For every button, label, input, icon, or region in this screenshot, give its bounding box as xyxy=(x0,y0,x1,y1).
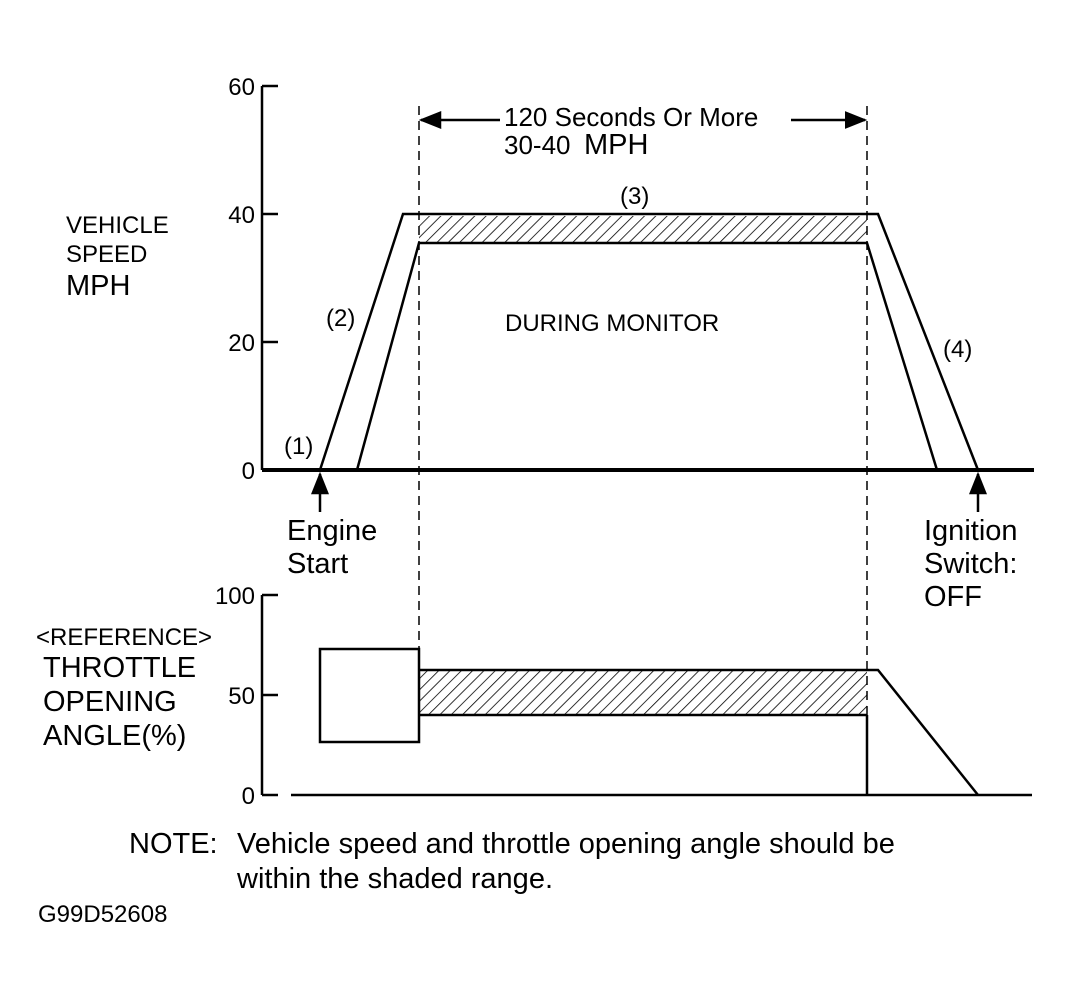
note-block: NOTE: Vehicle speed and throttle opening… xyxy=(129,828,895,895)
throttle-upper-line xyxy=(419,668,979,796)
note-prefix: NOTE: xyxy=(129,828,218,860)
speed-axis-label-line1: VEHICLE xyxy=(66,212,169,239)
note-line-2: within the shaded range. xyxy=(236,863,553,895)
speed-tick-label-40: 40 xyxy=(228,202,255,229)
phase-label-3: (3) xyxy=(620,183,649,210)
ignition-off-label-line2: Switch: xyxy=(924,548,1017,580)
phase-label-4: (4) xyxy=(943,336,972,363)
engine-start-label-line2: Start xyxy=(287,548,348,580)
throttle-acceleration-box xyxy=(318,647,421,744)
speed-tick-label-0: 0 xyxy=(242,458,255,485)
speed-chart: 60 40 20 0 VEHICLE SPEED MPH 120 Seconds… xyxy=(66,74,1034,795)
throttle-axis-label-line1: THROTTLE xyxy=(43,652,196,684)
throttle-tick-label-100: 100 xyxy=(215,583,255,610)
throttle-tick-label-0: 0 xyxy=(242,783,255,810)
throttle-target-band xyxy=(419,670,867,715)
throttle-axis-label-line2: OPENING xyxy=(43,686,177,718)
during-monitor-label: DURING MONITOR xyxy=(505,310,719,337)
note-line-1: Vehicle speed and throttle opening angle… xyxy=(237,828,895,860)
throttle-chart: 100 50 0 <REFERENCE> THROTTLE OPENING AN… xyxy=(36,583,1032,810)
speed-axis-label-line3: MPH xyxy=(66,270,130,302)
speed-axis-label-line2: SPEED xyxy=(66,241,147,268)
ignition-off-label-line3: OFF xyxy=(924,581,982,613)
speed-range-unit: MPH xyxy=(584,129,648,161)
duration-label: 120 Seconds Or More xyxy=(504,102,758,132)
speed-tick-label-60: 60 xyxy=(228,74,255,101)
speed-target-band xyxy=(419,216,867,243)
speed-lower-envelope xyxy=(355,241,939,471)
throttle-reference-label: <REFERENCE> xyxy=(36,624,212,651)
phase-label-2: (2) xyxy=(326,305,355,332)
ignition-off-label-line1: Ignition xyxy=(924,515,1018,547)
engine-start-label-line1: Engine xyxy=(287,515,377,547)
throttle-tick-label-50: 50 xyxy=(228,683,255,710)
speed-range-label: 30-40 xyxy=(504,130,571,160)
speed-upper-envelope xyxy=(318,212,980,471)
figure-id: G99D52608 xyxy=(38,901,167,928)
speed-tick-label-20: 20 xyxy=(228,330,255,357)
phase-label-1: (1) xyxy=(284,433,313,460)
throttle-axis-label-line3: ANGLE(%) xyxy=(43,720,186,752)
